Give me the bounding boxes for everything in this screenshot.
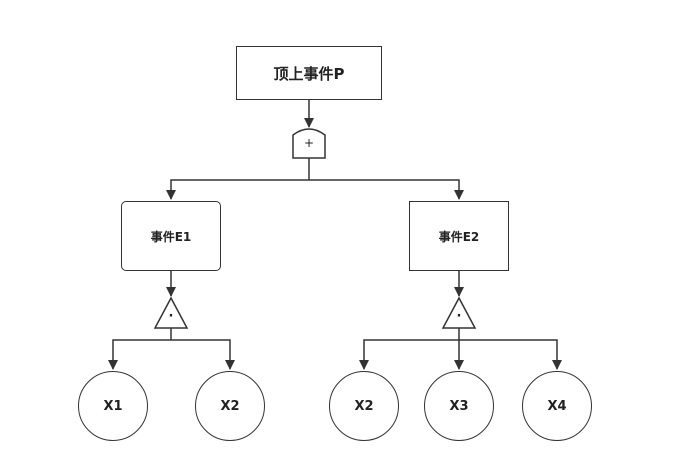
event-e1-label: 事件E1 <box>150 229 192 244</box>
top-event-label: 顶上事件P <box>273 64 345 83</box>
edge-or-gate-to-e2 <box>309 179 464 200</box>
basic-event-x3: X3 <box>424 371 494 441</box>
top-event-box: 顶上事件P <box>236 46 382 100</box>
basic-event-label: X1 <box>103 398 123 414</box>
edge-and-gate-1-to-x1 <box>108 339 171 370</box>
event-e1-box: 事件E1 <box>121 201 221 271</box>
basic-event-x1: X1 <box>78 371 148 441</box>
or-gate-shape <box>292 128 326 159</box>
event-e2-label: 事件E2 <box>438 229 480 244</box>
basic-event-label: X2 <box>354 398 374 414</box>
edge-or-gate-to-e1 <box>166 179 309 200</box>
and-gate-2-label: · <box>456 309 462 324</box>
edge-and-gate-1-to-x2 <box>171 339 235 370</box>
basic-event-x4: X4 <box>522 371 592 441</box>
edge-and-gate-2-to-x2 <box>359 339 459 370</box>
event-e2-box: 事件E2 <box>409 201 509 271</box>
basic-event-x2-left: X2 <box>195 371 265 441</box>
basic-event-x2-right: X2 <box>329 371 399 441</box>
basic-event-label: X2 <box>220 398 240 414</box>
basic-event-label: X4 <box>547 398 567 414</box>
and-gate-1-label: · <box>168 309 174 324</box>
edge-and-gate-2-to-x4 <box>459 339 562 370</box>
or-gate-label: + <box>303 136 315 150</box>
basic-event-label: X3 <box>449 398 469 414</box>
